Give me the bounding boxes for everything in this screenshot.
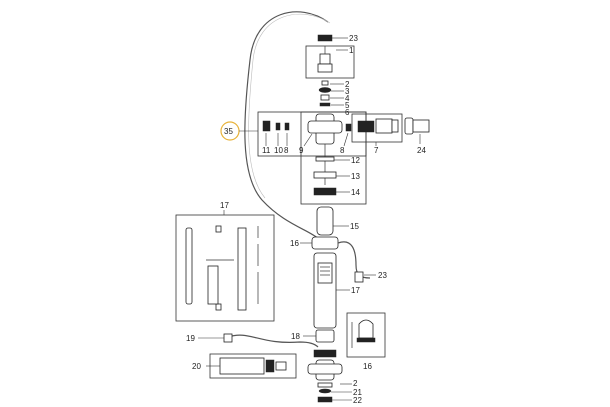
tube-15	[316, 206, 334, 236]
cap-box	[305, 45, 355, 79]
callout-17-box: 17	[220, 201, 229, 210]
callout-35: 35	[224, 127, 233, 136]
callout-22: 22	[353, 396, 362, 405]
sensor-cap	[319, 53, 331, 65]
callout-16-left: 16	[290, 239, 299, 248]
housing-7-box	[351, 113, 403, 143]
callout-15: 15	[350, 222, 359, 231]
callout-2-bottom: 2	[353, 379, 358, 388]
callout-21: 21	[353, 388, 362, 397]
callout-24: 24	[417, 146, 426, 155]
callout-7: 7	[374, 146, 379, 155]
callout-11: 11	[262, 146, 271, 155]
callout-8-left: 8	[284, 146, 289, 155]
callout-8-right: 8	[340, 146, 345, 155]
callout-2-top: 2	[345, 80, 350, 89]
long-hose	[244, 11, 329, 241]
controller-20	[219, 357, 265, 375]
callout-4: 4	[345, 94, 350, 103]
callout-6: 6	[345, 108, 350, 117]
body-assembly-outer	[300, 111, 367, 205]
callout-18: 18	[291, 332, 300, 341]
callout-3: 3	[345, 87, 350, 96]
callout-19: 19	[186, 334, 195, 343]
callout-5: 5	[345, 101, 350, 110]
callout-12: 12	[351, 156, 360, 165]
callout-23-top: 23	[349, 34, 358, 43]
callout-9: 9	[299, 146, 304, 155]
callout-16-bottom: 16	[363, 362, 372, 371]
detail-box-16	[346, 312, 386, 358]
callout-20: 20	[192, 362, 201, 371]
callout-10: 10	[274, 146, 283, 155]
top-nut	[317, 34, 333, 42]
callout-14: 14	[351, 188, 360, 197]
callout-1: 1	[349, 46, 354, 55]
callout-23-right: 23	[378, 271, 387, 280]
callout-17-right: 17	[351, 286, 360, 295]
detail-box-17	[175, 214, 275, 322]
callout-13: 13	[351, 172, 360, 181]
